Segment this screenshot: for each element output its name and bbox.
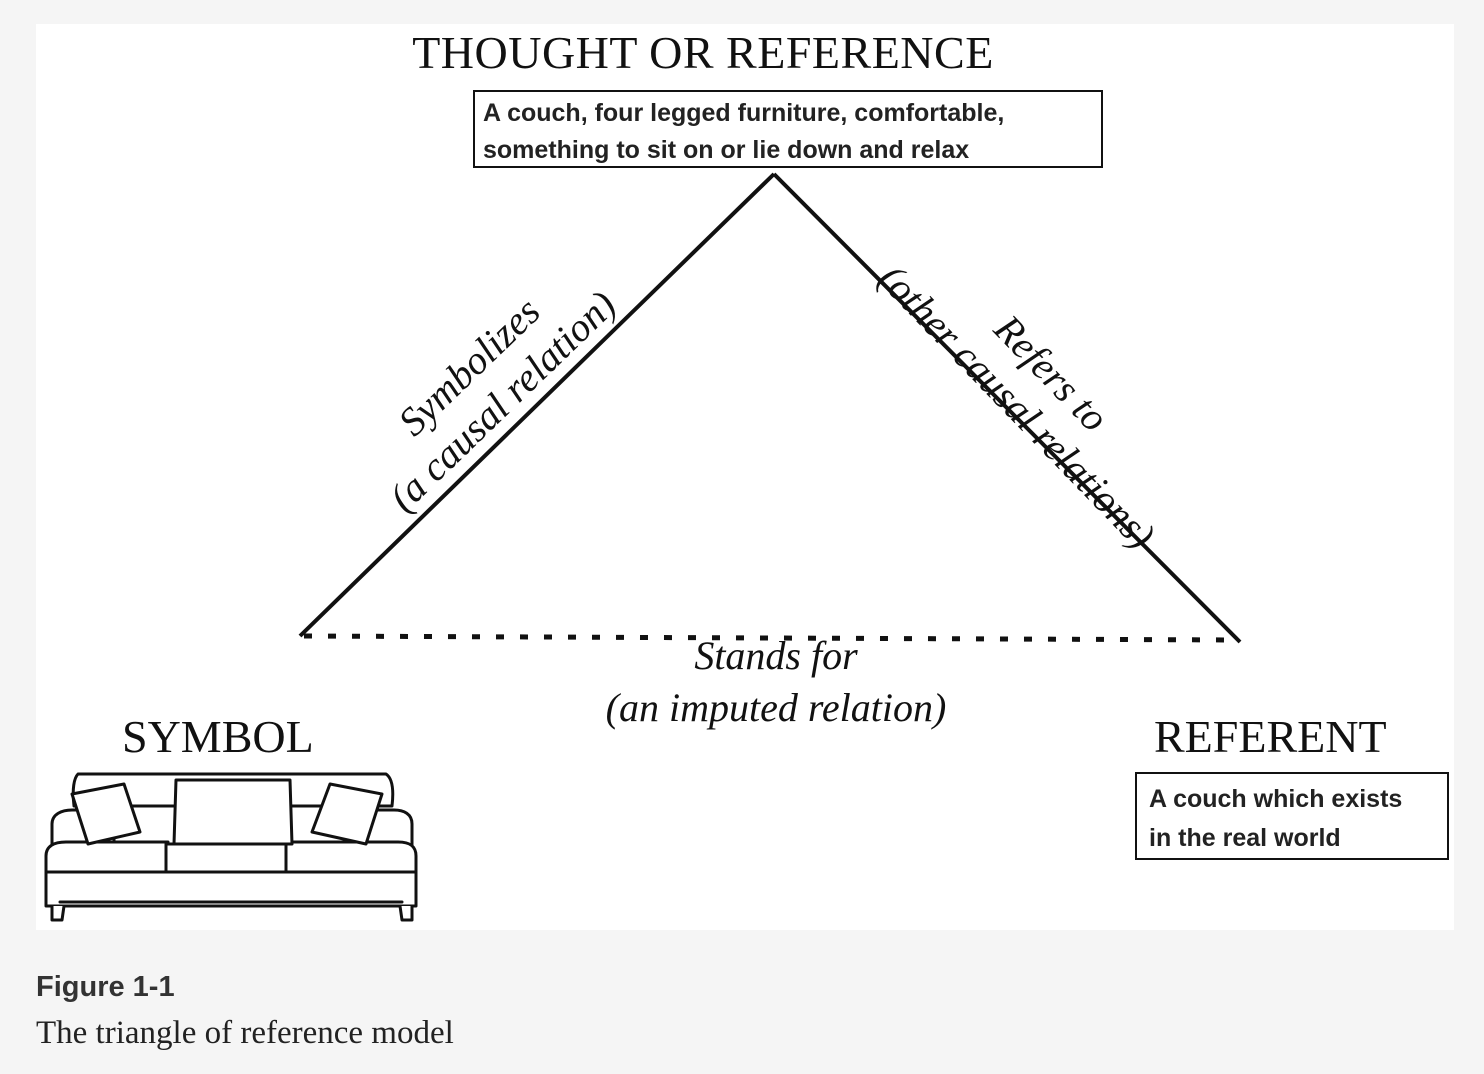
figure-number: Figure 1-1	[36, 971, 175, 1003]
symbol-label: SYMBOL	[122, 711, 314, 762]
figure-image: THOUGHT OR REFERENCE A couch, four legge…	[36, 24, 1454, 930]
right-edge-line	[772, 172, 1242, 644]
couch-icon	[44, 772, 418, 922]
figure-title: The triangle of reference model	[36, 1015, 454, 1051]
thought-or-reference-label: THOUGHT OR REFERENCE	[412, 27, 994, 78]
figure-caption: Figure 1-1 The triangle of reference mod…	[36, 966, 454, 1058]
referent-note-line: in the real world	[1149, 824, 1341, 852]
referent-note-line: A couch which exists	[1149, 785, 1403, 813]
stands-for-relation-label: Stands for (an imputed relation)	[606, 630, 947, 734]
triangle-diagram	[44, 172, 1242, 922]
relation-name: Stands for	[694, 633, 858, 678]
thought-note-box: A couch, four legged furniture, comforta…	[473, 90, 1103, 168]
relation-desc: (an imputed relation)	[605, 685, 947, 730]
left-edge-line	[298, 172, 776, 638]
referent-note-box: A couch which exists in the real world	[1135, 772, 1449, 860]
referent-label: REFERENT	[1154, 711, 1387, 762]
thought-note-line: A couch, four legged furniture, comforta…	[483, 99, 1005, 127]
thought-note-line: something to sit on or lie down and rela…	[483, 136, 970, 164]
